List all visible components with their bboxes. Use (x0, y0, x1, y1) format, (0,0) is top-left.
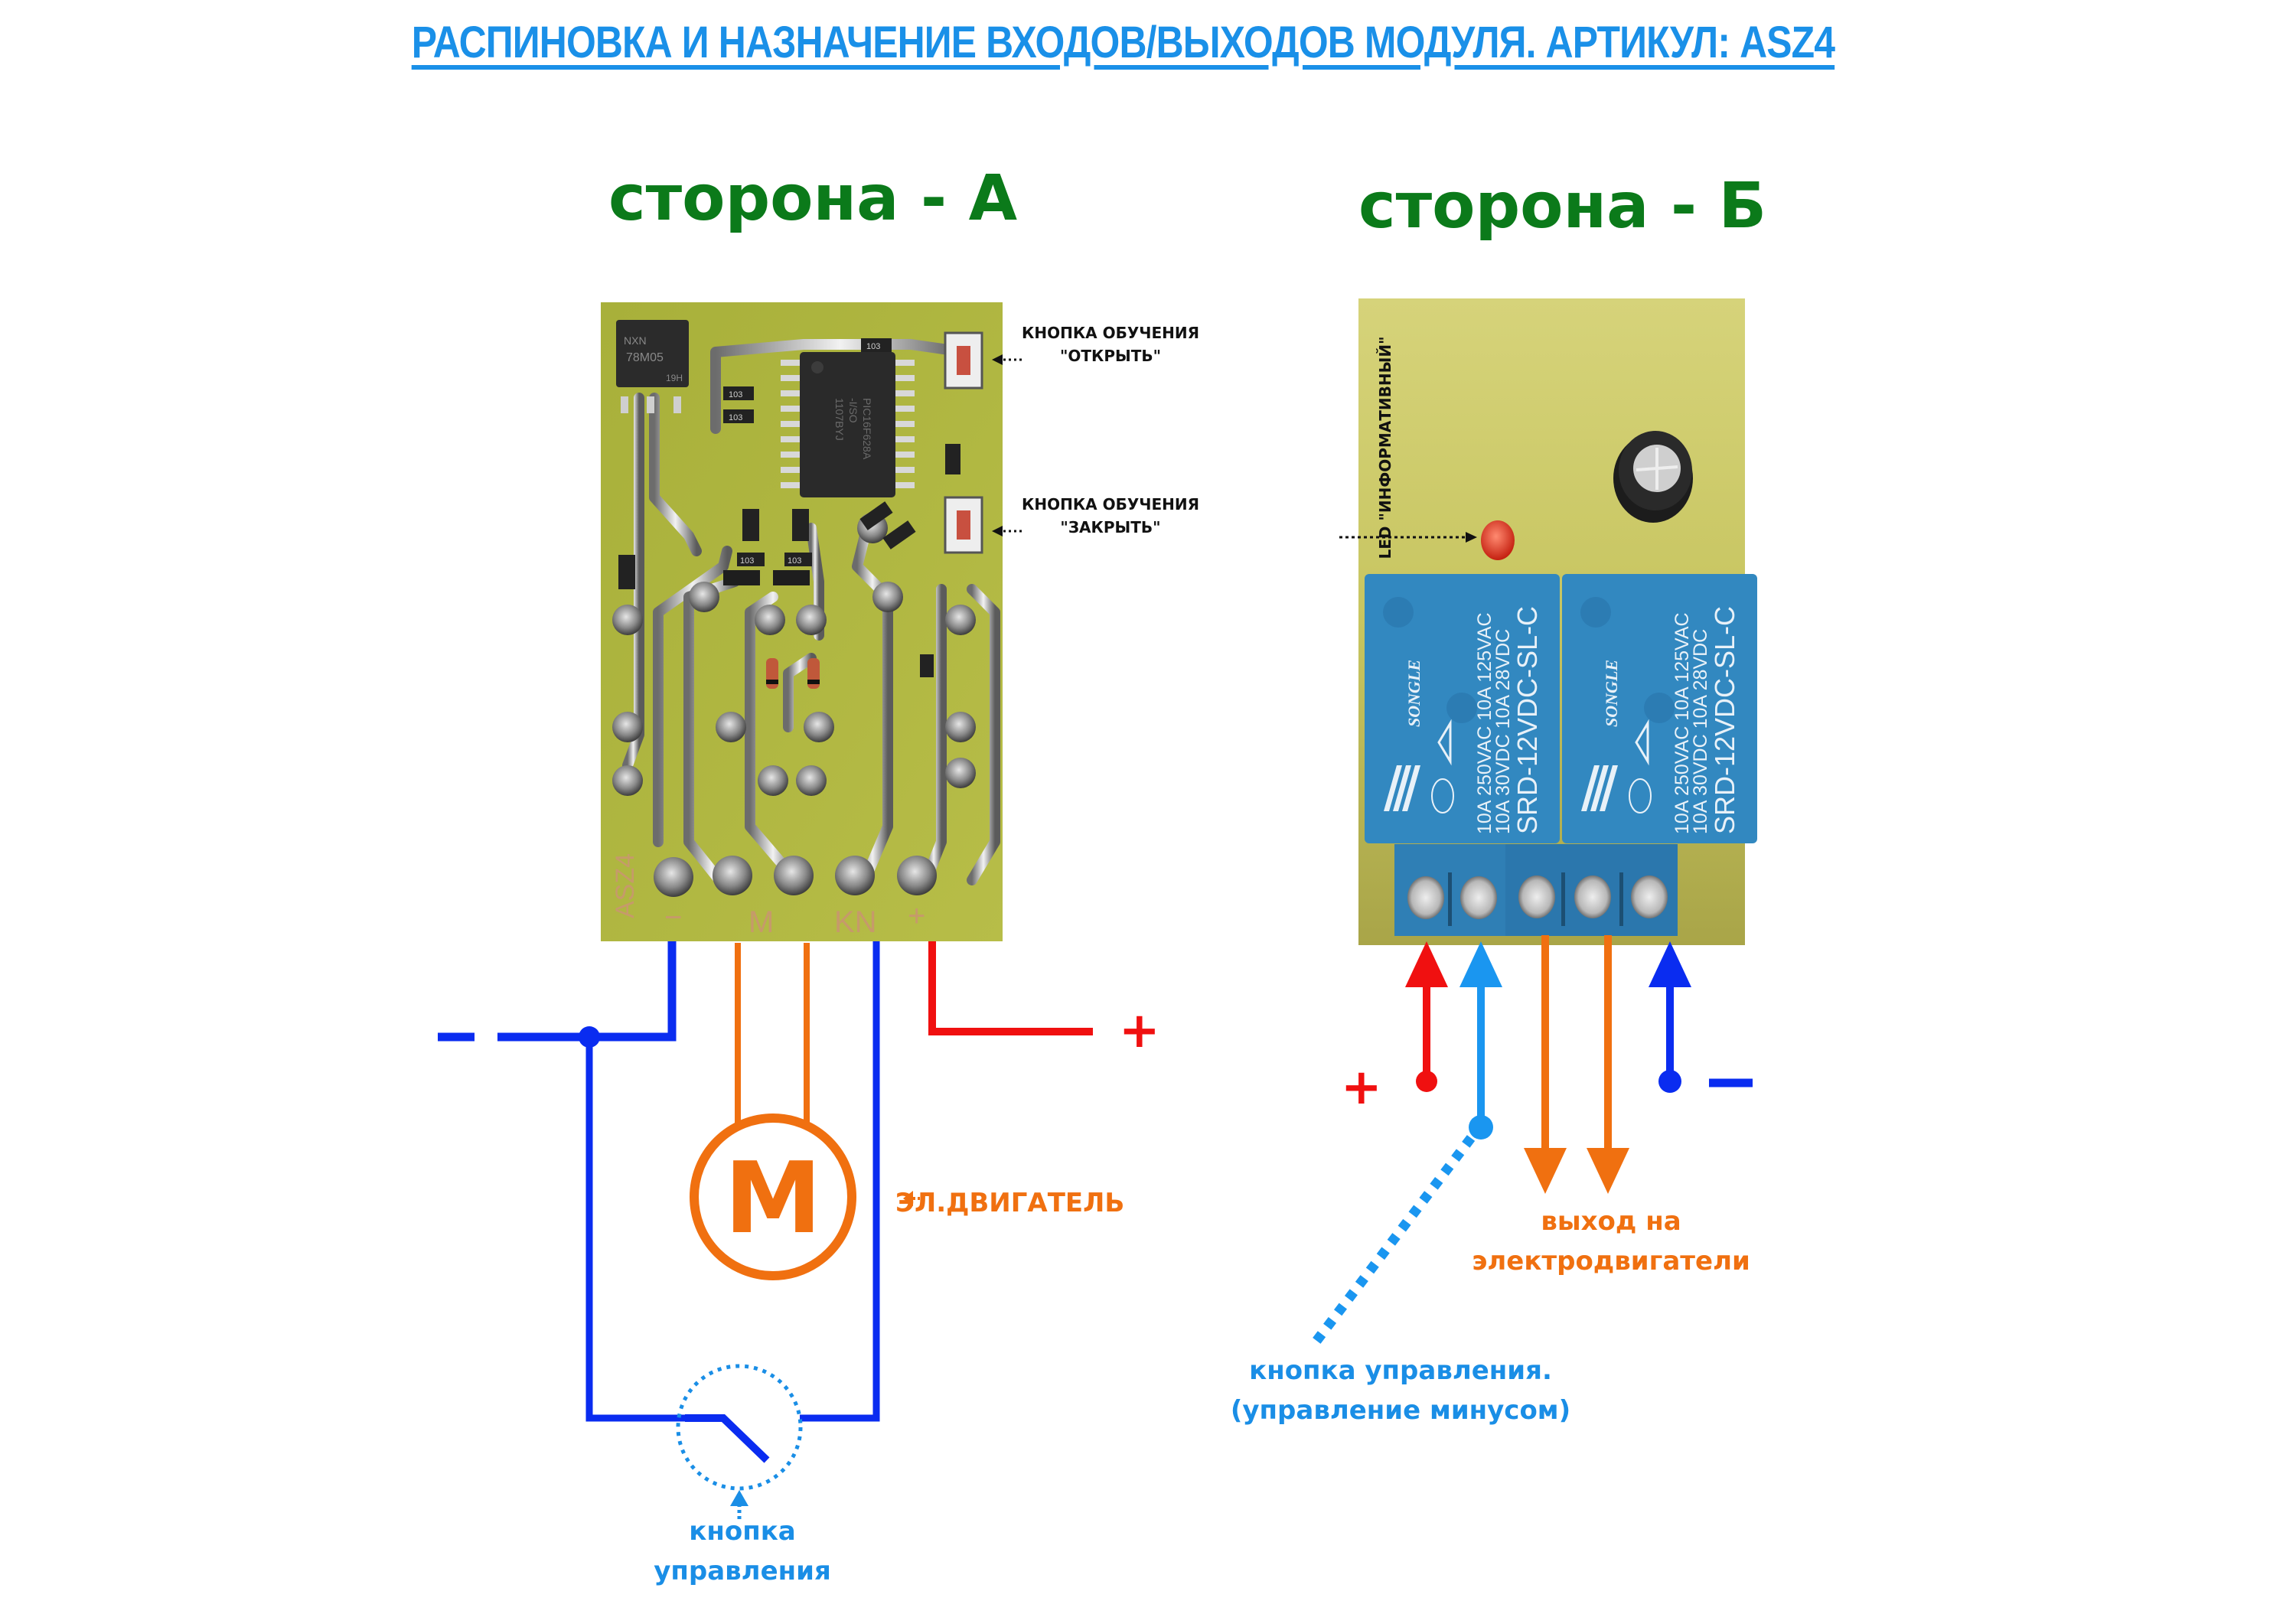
page-title: РАСПИНОВКА И НАЗНАЧЕНИЕ ВХОДОВ/ВЫХОДОВ М… (411, 18, 1835, 67)
relay-model: SRD-12VDC-SL-C (1709, 606, 1740, 834)
pcb-silkscreen: ASZ4 − M KN + (611, 853, 925, 939)
mcu-marking-1: PIC16F628A (861, 398, 873, 460)
resistor-code: 103 (866, 342, 880, 351)
terminal-screw-motor-1[interactable] (1518, 875, 1555, 918)
button-pointer-arrow (730, 1490, 748, 1506)
songle-logo (1581, 765, 1618, 811)
learn-button-open[interactable] (944, 331, 983, 390)
regulator-marking-2: 78M05 (626, 351, 664, 364)
wire-minus (497, 941, 677, 1042)
side-a-heading: сторона - А (608, 162, 1018, 235)
control-button-label-b: кнопка управления. (управление минусом) (1209, 1351, 1592, 1430)
pin-label-minus: − (664, 901, 682, 934)
motor-output-label-line2: электродвигатели (1472, 1246, 1750, 1277)
terminal-screw-minus[interactable] (1631, 875, 1668, 918)
wire-plus (928, 941, 1093, 1035)
pin-label-plus: + (908, 899, 925, 933)
side-b-wiring: + (1310, 935, 1753, 1346)
control-button-label-b-line2: (управление минусом) (1230, 1395, 1571, 1426)
terminal-screw-motor-2[interactable] (1574, 875, 1611, 918)
motor-output-label-line1: выход на (1541, 1206, 1681, 1237)
relay-model: SRD-12VDC-SL-C (1512, 606, 1543, 834)
relay-brand: SONGLE (1404, 660, 1424, 727)
resistor-code: 103 (729, 390, 742, 399)
regulator-marking-3: 19H (666, 373, 683, 383)
resistor-code: 103 (740, 556, 754, 566)
control-button-dotted-line (1310, 1135, 1476, 1346)
regulator-marking-1: NXN (624, 334, 647, 347)
control-button-highlight (676, 1364, 803, 1491)
smd-resistors: 103 103 103 103 103 (618, 338, 960, 677)
resistor-code: 103 (788, 556, 801, 566)
side-b-heading: сторона - Б (1358, 170, 1767, 243)
note-pointer-open (992, 354, 1022, 365)
mcu-marking-3: 1107BYJ (833, 398, 846, 441)
pin-label-motor: M (748, 905, 774, 939)
motor-letter: M (724, 1142, 821, 1256)
relay-1: SRD-12VDC-SL-C 10A 30VDC 10A 28VDC 10A 2… (1365, 574, 1560, 843)
learn-open-note-line2: "ОТКРЫТЬ" (1059, 347, 1162, 365)
wire-minus-to-button (585, 1037, 685, 1422)
pcb-side-b: SRD-12VDC-SL-C 10A 30VDC 10A 28VDC 10A 2… (1358, 298, 1757, 945)
learn-close-note: КНОПКА ОБУЧЕНИЯ "ЗАКРЫТЬ" (1022, 493, 1199, 539)
relay-brand: SONGLE (1602, 660, 1621, 727)
learn-button-close[interactable] (944, 496, 983, 554)
led-pointer (1339, 532, 1477, 543)
pcb-traces (622, 310, 1000, 885)
status-led (1481, 520, 1515, 560)
motor-label: ЭЛ.ДВИГАТЕЛЬ (895, 1188, 1125, 1218)
voltage-regulator-78m05: NXN 78M05 19H (616, 320, 689, 413)
side-a-wiring: M + (438, 941, 1160, 1519)
relay-rating-2: 10A 30VDC 10A 28VDC (1690, 629, 1711, 834)
learn-close-note-line2: "ЗАКРЫТЬ" (1060, 518, 1161, 536)
control-button-label-a-line1: кнопка (689, 1516, 796, 1547)
plus-symbol-a: + (1119, 1003, 1160, 1059)
learn-close-note-line1: КНОПКА ОБУЧЕНИЯ (1022, 495, 1199, 514)
plus-symbol-b: + (1341, 1059, 1382, 1116)
control-button-label-a: кнопка управления (612, 1511, 872, 1591)
learn-open-note-line1: КНОПКА ОБУЧЕНИЯ (1022, 324, 1199, 342)
motor-output-label: выход на электродвигатели (1439, 1202, 1783, 1281)
resistor-code: 103 (729, 413, 742, 422)
wire-kn (800, 941, 880, 1422)
note-pointer-close (992, 526, 1022, 536)
terminal-screw-control[interactable] (1460, 876, 1497, 919)
led-note: LED "ИНФОРМАТИВНЫЙ" (1376, 336, 1394, 559)
pcb-side-a: NXN 78M05 19H PIC16F628A -I/SO 1107BYJ 1… (601, 302, 1003, 941)
relay-rating-1: 10A 250VAC 10A 125VAC (1474, 612, 1495, 834)
learn-open-note: КНОПКА ОБУЧЕНИЯ "ОТКРЫТЬ" (1022, 321, 1199, 367)
board-marking: ASZ4 (611, 853, 640, 918)
songle-logo (1384, 765, 1420, 811)
glass-diodes (766, 658, 820, 689)
control-button-switch[interactable] (685, 1414, 770, 1463)
relay-2: SRD-12VDC-SL-C 10A 30VDC 10A 28VDC 10A 2… (1562, 574, 1757, 843)
terminal-screw-plus[interactable] (1407, 876, 1444, 919)
terminal-screws (1407, 875, 1668, 919)
control-button-label-b-line1: кнопка управления. (1249, 1355, 1552, 1386)
motor-label-arrow (903, 1191, 913, 1206)
mcu-marking-2: -I/SO (847, 398, 859, 423)
pcb-pads (612, 513, 976, 897)
control-button-label-a-line2: управления (654, 1556, 831, 1586)
microcontroller-chip: PIC16F628A -I/SO 1107BYJ (781, 352, 915, 497)
electrolytic-capacitor (1613, 431, 1693, 523)
relay-rating-1: 10A 250VAC 10A 125VAC (1671, 612, 1693, 834)
motor-symbol (690, 1113, 856, 1280)
relay-rating-2: 10A 30VDC 10A 28VDC (1492, 629, 1514, 834)
pin-label-kn: KN (834, 905, 877, 939)
